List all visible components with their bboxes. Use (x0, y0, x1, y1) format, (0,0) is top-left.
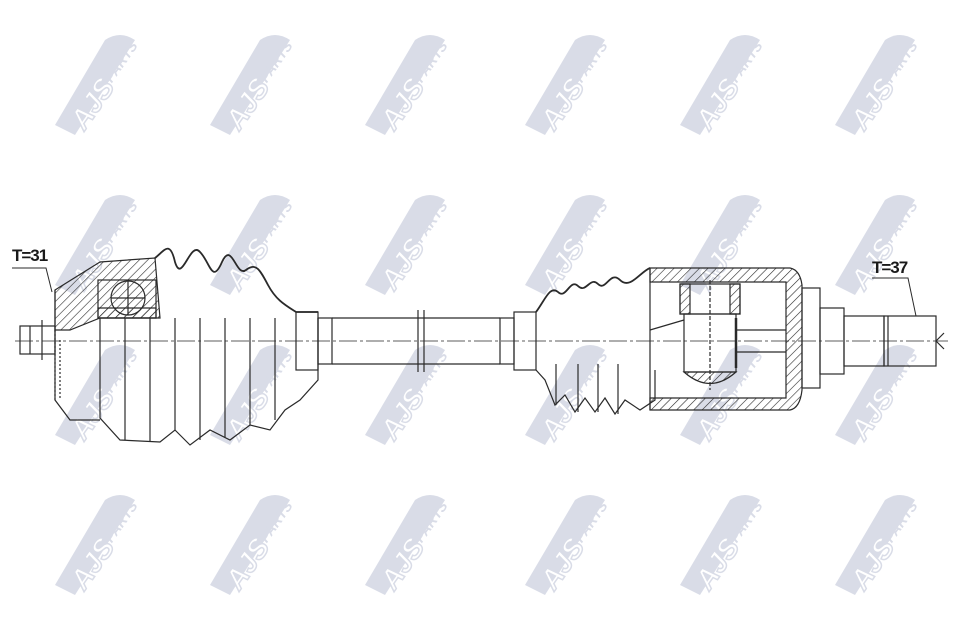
left-teeth-label: T=31 (12, 246, 48, 265)
right-teeth-label: T=37 (872, 258, 908, 277)
left-spline-stub (19, 320, 56, 360)
